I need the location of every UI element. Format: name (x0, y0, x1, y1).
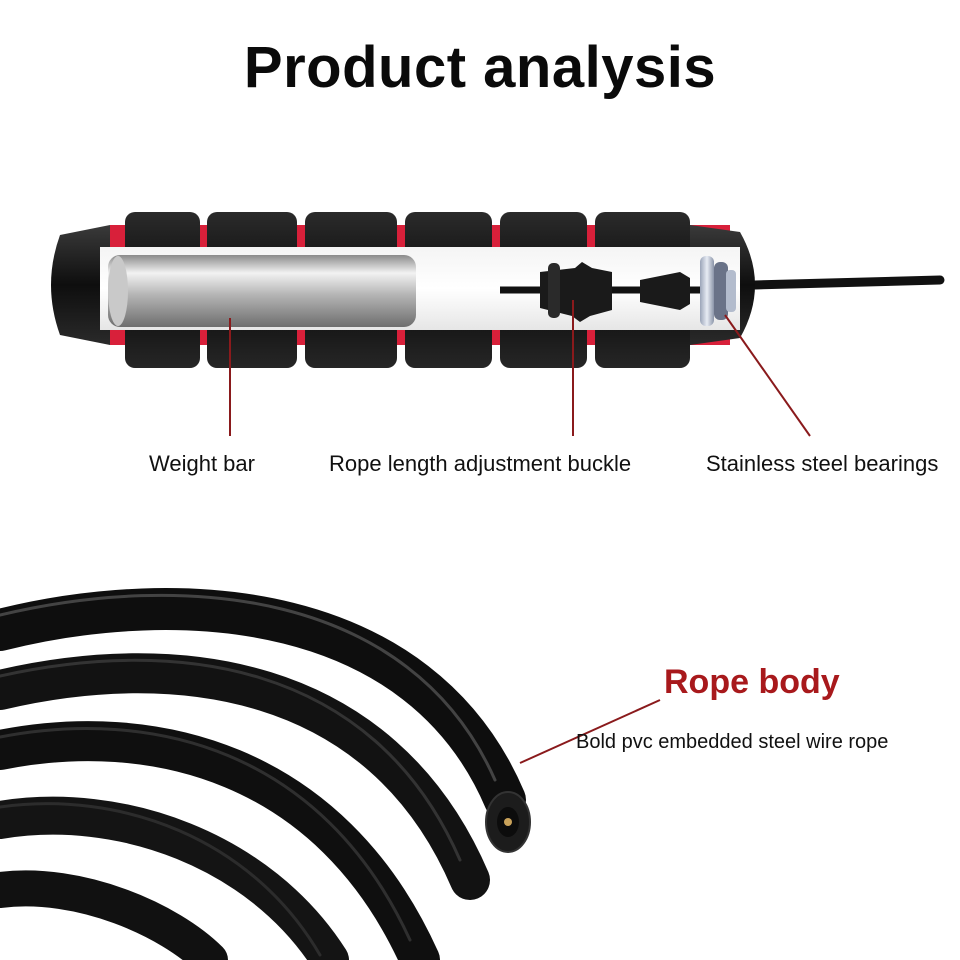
jump-rope-handle-icon (51, 212, 755, 368)
bearings-pointer (724, 314, 811, 437)
adjustment-buckle-label: Rope length adjustment buckle (329, 451, 632, 476)
page-title: Product analysis (243, 35, 717, 100)
weight-bar-label: Weight bar (149, 451, 255, 476)
rope-body-pointer (519, 699, 661, 764)
bearings-label: Stainless steel bearings (706, 451, 939, 476)
handle-rope-icon (750, 275, 945, 290)
coiled-rope-icon (0, 588, 531, 960)
rope-body-description: Bold pvc embedded steel wire rope (576, 731, 889, 753)
rope-body-heading: Rope body (664, 663, 840, 701)
